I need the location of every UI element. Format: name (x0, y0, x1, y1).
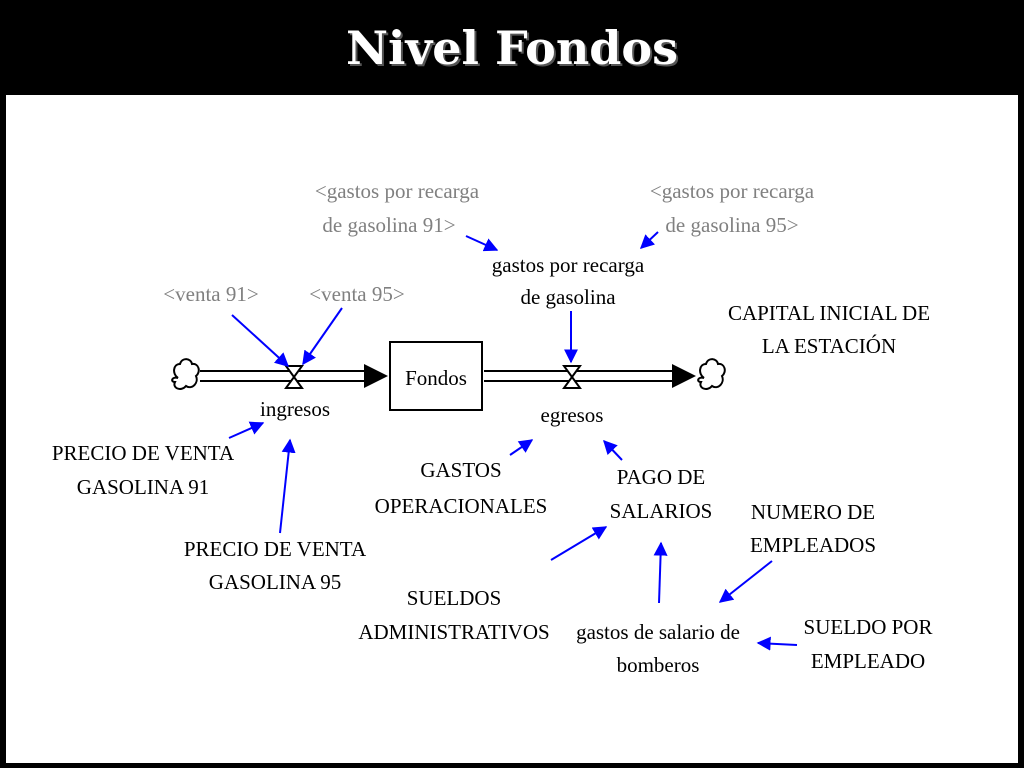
inflow-pipe (200, 364, 388, 388)
var-precio-91-line2: GASOLINA 91 (77, 475, 209, 499)
var-gastos-recarga-line1: gastos por recarga (492, 253, 645, 277)
shadow-var-venta-91[interactable]: <venta 91> (163, 282, 258, 306)
link-pagosal-to-egresos (603, 439, 623, 461)
var-precio-95-line2: GASOLINA 95 (209, 570, 341, 594)
var-pago-salarios-line1: PAGO DE (617, 465, 706, 489)
var-gastos-bomberos[interactable]: gastos de salario de bomberos (576, 620, 740, 677)
link-precio91-to-ingresos (228, 421, 265, 439)
var-precio-91-line1: PRECIO DE VENTA (52, 441, 235, 465)
link-gastos95-to-recarga (639, 231, 659, 249)
link-venta91-to-ingresos (231, 314, 290, 367)
var-precio-95-line1: PRECIO DE VENTA (184, 537, 367, 561)
var-capital-inicial[interactable]: CAPITAL INICIAL DE LA ESTACIÓN (728, 301, 930, 358)
shadow-var-gastos-91-line2: de gasolina 91> (322, 213, 455, 237)
link-sueldoemp-to-bomberos (756, 636, 798, 651)
inflow-valve-icon (284, 365, 304, 389)
shadow-var-venta-95[interactable]: <venta 95> (309, 282, 404, 306)
var-gastos-bomberos-line1: gastos de salario de (576, 620, 740, 644)
var-sueldos-admin-line1: SUELDOS (407, 586, 502, 610)
flow-label-egresos: egresos (541, 403, 604, 427)
source-cloud-icon (171, 358, 200, 390)
outflow-valve-icon (562, 365, 582, 389)
var-sueldo-empleado-line1: SUELDO POR (804, 615, 933, 639)
var-precio-95[interactable]: PRECIO DE VENTA GASOLINA 95 (184, 537, 367, 594)
stock-fondos[interactable]: Fondos (389, 341, 483, 411)
link-bomberos-to-pagosal (653, 541, 668, 604)
shadow-var-gastos-91[interactable]: <gastos por recarga de gasolina 91> (315, 179, 480, 237)
var-capital-inicial-line1: CAPITAL INICIAL DE (728, 301, 930, 325)
var-gastos-bomberos-line2: bomberos (617, 653, 700, 677)
var-gastos-operacionales-line2: OPERACIONALES (375, 494, 548, 518)
var-gastos-recarga[interactable]: gastos por recarga de gasolina (492, 253, 645, 309)
var-sueldo-empleado[interactable]: SUELDO POR EMPLEADO (804, 615, 933, 673)
shadow-var-gastos-95-line2: de gasolina 95> (665, 213, 798, 237)
var-capital-inicial-line2: LA ESTACIÓN (762, 334, 896, 358)
shadow-var-gastos-95[interactable]: <gastos por recarga de gasolina 95> (650, 179, 815, 237)
var-gastos-operacionales[interactable]: GASTOS OPERACIONALES (375, 458, 548, 518)
link-gastosop-to-egresos (509, 439, 534, 456)
sink-cloud-icon (697, 358, 726, 390)
link-precio95-to-ingresos (279, 438, 296, 534)
var-precio-91[interactable]: PRECIO DE VENTA GASOLINA 91 (52, 441, 235, 499)
shadow-var-gastos-95-line1: <gastos por recarga (650, 179, 815, 203)
var-pago-salarios-line2: SALARIOS (610, 499, 713, 523)
link-venta95-to-ingresos (302, 307, 343, 366)
outflow-pipe (484, 364, 696, 388)
var-numero-empleados-line2: EMPLEADOS (750, 533, 876, 557)
var-gastos-operacionales-line1: GASTOS (420, 458, 501, 482)
link-gastos91-to-recarga (465, 235, 499, 252)
var-numero-empleados[interactable]: NUMERO DE EMPLEADOS (750, 500, 876, 557)
var-numero-empleados-line1: NUMERO DE (751, 500, 875, 524)
stock-label: Fondos (405, 366, 467, 390)
var-sueldos-admin[interactable]: SUELDOS ADMINISTRATIVOS (358, 586, 549, 644)
causal-links (228, 231, 798, 651)
flow-label-ingresos: ingresos (260, 397, 330, 421)
title-bar: Nivel Fondos (0, 0, 1024, 95)
var-sueldo-empleado-line2: EMPLEADO (811, 649, 925, 673)
link-numemp-to-bomberos (718, 560, 773, 603)
var-gastos-recarga-line2: de gasolina (520, 285, 616, 309)
link-sueldosadmin-to-pagosal (550, 526, 608, 561)
diagram-canvas (6, 95, 1018, 763)
var-pago-salarios[interactable]: PAGO DE SALARIOS (610, 465, 713, 523)
var-sueldos-admin-line2: ADMINISTRATIVOS (358, 620, 549, 644)
slide-title: Nivel Fondos (345, 21, 679, 75)
shadow-var-gastos-91-line1: <gastos por recarga (315, 179, 480, 203)
